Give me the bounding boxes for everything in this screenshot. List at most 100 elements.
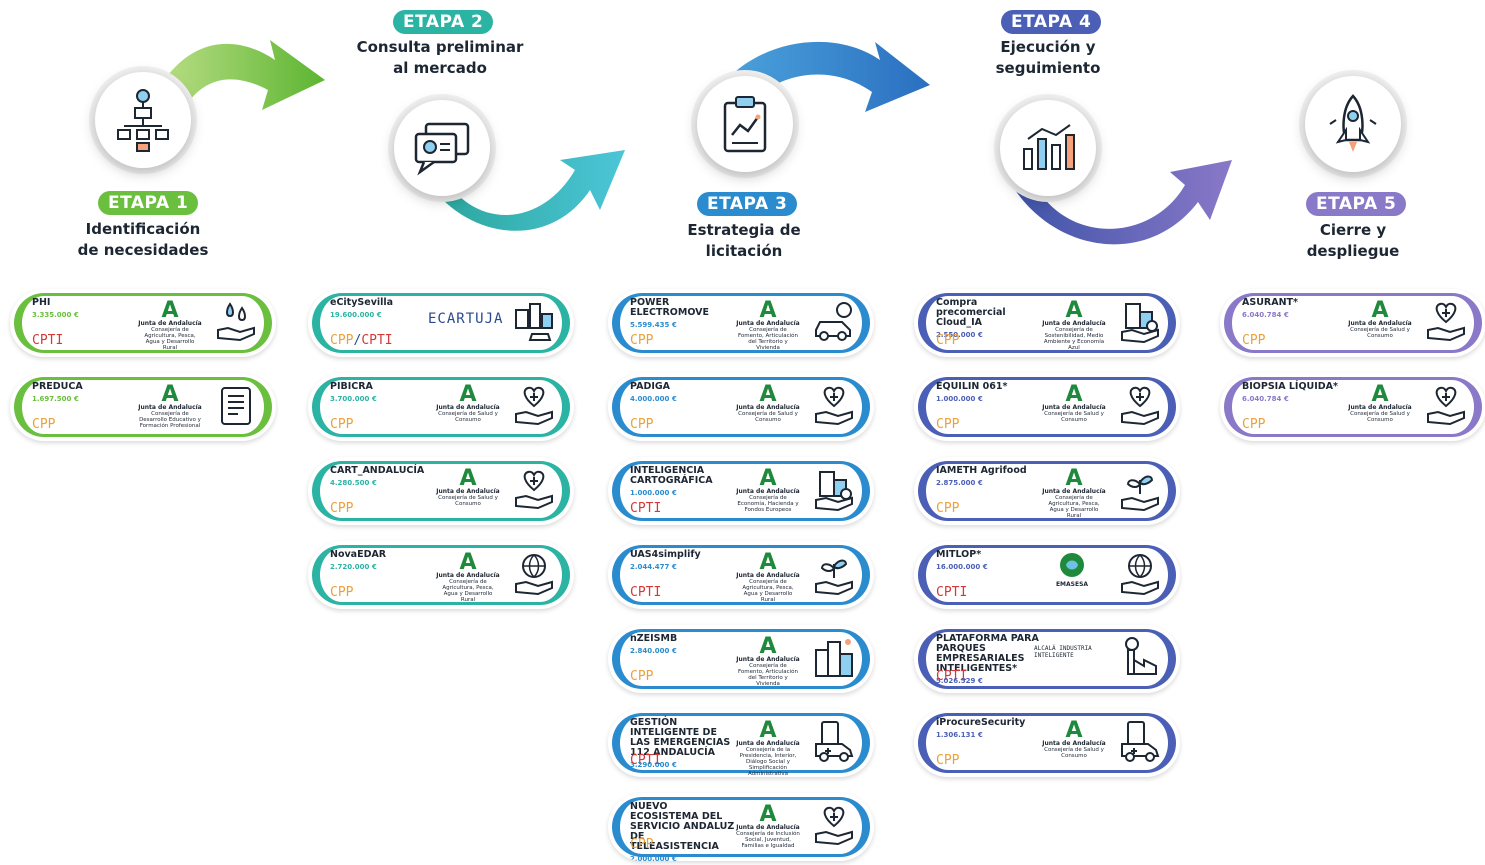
arrow-stage1-to-2 xyxy=(150,40,325,115)
card-border xyxy=(14,293,272,353)
project-amount: 19.600.000 € xyxy=(330,311,382,319)
building-hand-icon xyxy=(812,468,856,512)
procurement-type: CPP xyxy=(32,417,56,432)
card-border xyxy=(612,461,870,521)
project-amount: 3.700.000 € xyxy=(330,395,377,403)
project-name: MITLOP*16.000.000 € xyxy=(936,550,1042,572)
project-card: PLATAFORMA PARA PARQUES EMPRESARIALES IN… xyxy=(914,625,1180,693)
procurement-type: CPTI xyxy=(936,669,968,684)
project-amount: 2.720.000 € xyxy=(330,563,377,571)
card-border xyxy=(312,461,570,521)
procurement-type: CPTI xyxy=(936,585,968,600)
health-hand-icon xyxy=(812,804,856,848)
procurement-type: CPP xyxy=(936,333,960,348)
plant-hand-icon xyxy=(812,552,856,596)
project-amount: 1.306.131 € xyxy=(936,731,983,739)
procurement-type: CPP xyxy=(630,417,654,432)
card-border xyxy=(918,545,1176,605)
globe-hand-icon xyxy=(512,552,556,596)
plant-hand-icon xyxy=(1118,468,1162,512)
stage4-badge: ETAPA 4 xyxy=(1001,10,1102,34)
arrow-stage3-to-4 xyxy=(705,41,930,120)
card-border xyxy=(612,377,870,437)
project-amount: 1.697.500 € xyxy=(32,395,79,403)
arrow-stage4-to-5 xyxy=(1015,160,1232,245)
arrow-stage2-to-3 xyxy=(430,150,625,231)
procurement-type: CPP xyxy=(330,501,354,516)
procurement-type: CPTI xyxy=(32,333,64,348)
card-border xyxy=(918,629,1176,689)
project-name: BIOPSIA LÍQUIDA*6.040.784 € xyxy=(1242,382,1348,404)
procurement-type: CPP xyxy=(630,669,654,684)
health-hand-icon xyxy=(512,384,556,428)
project-amount: 3.335.000 € xyxy=(32,311,79,319)
card-border xyxy=(918,713,1176,773)
health-hand-icon xyxy=(1424,300,1468,344)
procurement-type: CPP xyxy=(1242,417,1266,432)
project-amount: 5.026.529 € xyxy=(936,677,983,685)
project-amount: 6.040.784 € xyxy=(1242,311,1289,319)
stage1-badge: ETAPA 1 xyxy=(98,191,199,215)
card-border xyxy=(1224,293,1482,353)
project-amount: 2.840.000 € xyxy=(630,647,677,655)
stage1-icon-circle xyxy=(95,72,191,168)
tablet-icon xyxy=(214,384,258,428)
stage5-badge: ETAPA 5 xyxy=(1306,192,1407,216)
project-card: NUEVO ECOSISTEMA DEL SERVICIO ANDALUZ DE… xyxy=(608,793,874,861)
bar-chart-icon xyxy=(1023,124,1075,170)
project-name: NUEVO ECOSISTEMA DEL SERVICIO ANDALUZ DE… xyxy=(630,802,736,862)
stage3-icon-circle xyxy=(697,76,793,172)
car-icon xyxy=(812,300,856,344)
project-amount: 2.044.477 € xyxy=(630,563,677,571)
procurement-type: CPP xyxy=(330,417,354,432)
project-amount: 2.550.000 € xyxy=(936,331,983,339)
card-border xyxy=(612,629,870,689)
globe-hand-icon xyxy=(1118,552,1162,596)
flowchart-icon xyxy=(117,89,169,152)
stage5-icon-circle xyxy=(1305,76,1401,172)
building-hand-icon xyxy=(1118,300,1162,344)
health-hand-icon xyxy=(512,468,556,512)
project-amount: 4.000.000 € xyxy=(630,395,677,403)
card-border xyxy=(14,377,272,437)
rocket-icon xyxy=(1329,94,1377,152)
card-border xyxy=(612,293,870,353)
project-amount: 16.000.000 € xyxy=(936,563,988,571)
stage2-icon-circle xyxy=(394,100,490,196)
project-amount: 2.000.000 € xyxy=(630,855,677,861)
card-border xyxy=(312,377,570,437)
health-hand-icon xyxy=(1424,384,1468,428)
city-icon xyxy=(512,300,556,344)
